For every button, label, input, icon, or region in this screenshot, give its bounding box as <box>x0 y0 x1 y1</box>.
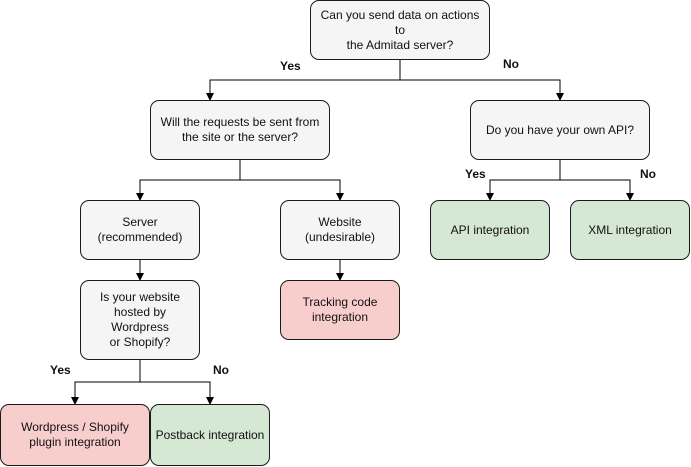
api-yes-label: Yes <box>465 167 486 181</box>
edge-requests-to-website <box>240 179 344 201</box>
hosted-no-label: No <box>213 363 229 377</box>
requests-question-text: Will the requests be sent from the site … <box>160 115 320 144</box>
xml-integration-text: XML integration <box>588 222 672 237</box>
hosted-question-node: Is your website hosted by Wordpress or S… <box>80 280 200 360</box>
edge-hosted-to-plugin <box>71 360 141 405</box>
edge-requests-to-server <box>136 160 241 201</box>
website-text: Website (undesirable) <box>304 215 376 244</box>
root-yes-label: Yes <box>280 59 301 73</box>
tracking-code-node: Tracking code integration <box>280 280 400 340</box>
hosted-question-text: Is your website hosted by Wordpress or S… <box>99 290 181 349</box>
api-question-text: Do you have your own API? <box>485 122 635 137</box>
xml-integration-node: XML integration <box>570 200 690 260</box>
tracking-code-text: Tracking code integration <box>302 295 378 324</box>
root-no-label: No <box>503 57 519 71</box>
edge-root-to-requests <box>206 60 401 101</box>
plugin-integration-text: Wordpress / Shopify plugin integration <box>21 420 129 449</box>
postback-integration-text: Postback integration <box>155 427 265 442</box>
hosted-yes-label: Yes <box>50 363 71 377</box>
root-question-node: Can you send data on actions to the Admi… <box>310 0 490 60</box>
server-node: Server (recommended) <box>80 200 200 260</box>
api-question-node: Do you have your own API? <box>470 100 650 160</box>
edge-hosted-to-postback <box>140 381 214 405</box>
edge-api-question-to-api-integration <box>486 160 561 201</box>
website-node: Website (undesirable) <box>280 200 400 260</box>
requests-question-node: Will the requests be sent from the site … <box>150 100 330 160</box>
edge-root-to-api-question <box>400 79 564 101</box>
edge-api-question-to-xml-integration <box>560 179 634 201</box>
server-text: Server (recommended) <box>97 215 183 244</box>
api-integration-text: API integration <box>450 222 530 237</box>
api-no-label: No <box>640 167 656 181</box>
postback-integration-node: Postback integration <box>150 404 270 466</box>
plugin-integration-node: Wordpress / Shopify plugin integration <box>0 404 150 466</box>
api-integration-node: API integration <box>430 200 550 260</box>
root-question-text: Can you send data on actions to the Admi… <box>320 7 480 52</box>
